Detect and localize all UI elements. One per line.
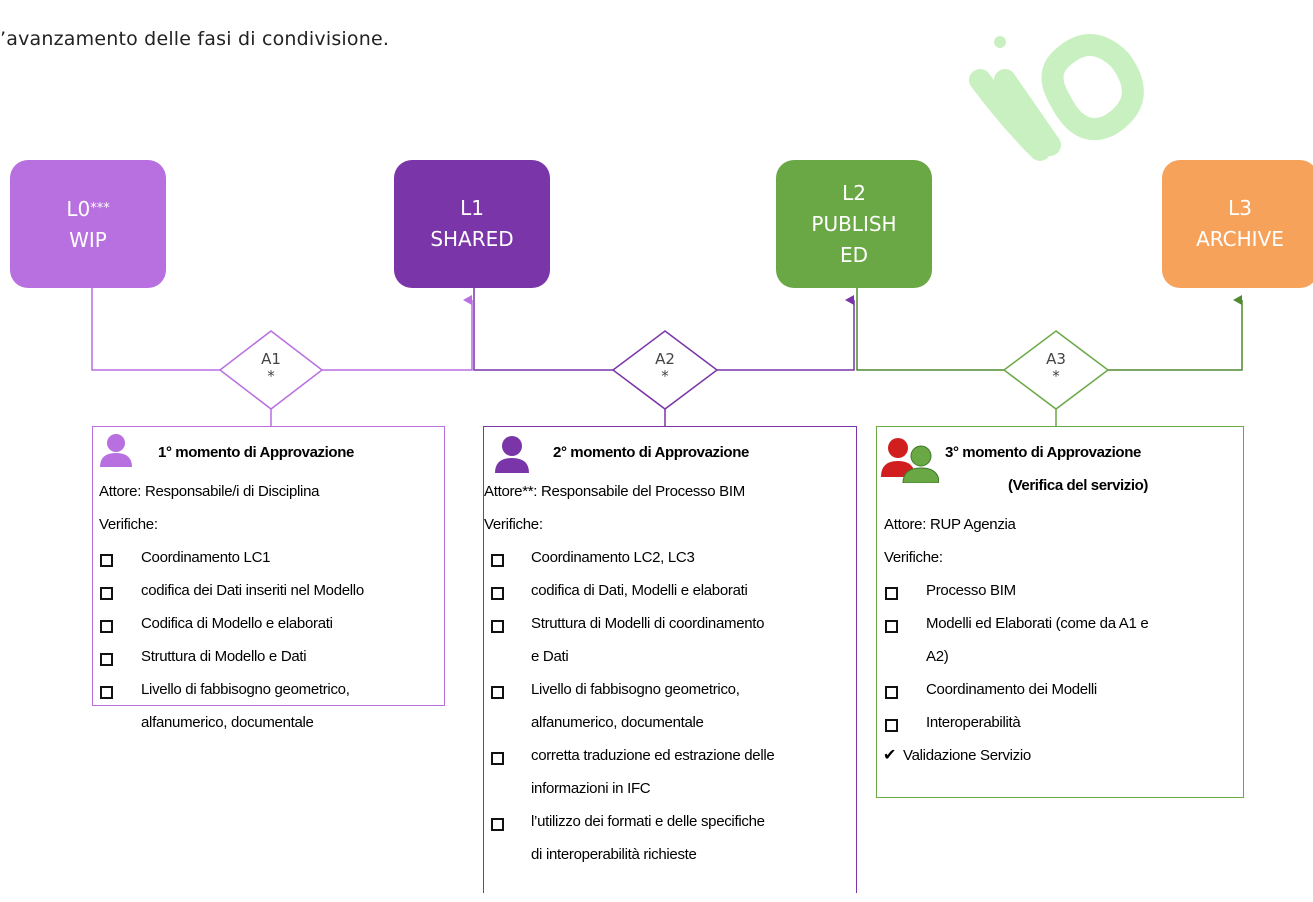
panel-2-item-4-line2: alfanumerico, documentale [531, 714, 704, 731]
level-l3-archive: L3 ARCHIVE [1162, 160, 1313, 288]
level-l0-name: WIP [69, 227, 107, 252]
panel-2-item-3-line2: e Dati [531, 648, 569, 665]
panel-3-subtitle: (Verifica del servizio) [1008, 477, 1149, 494]
checkbox-icon [885, 686, 898, 699]
checkbox-icon [100, 653, 113, 666]
level-l3-code: L3 [1228, 196, 1252, 220]
connector-l2-l3 [856, 288, 1242, 371]
panel-2-checks-label: Verifiche: [484, 516, 543, 533]
level-l2-code: L2 [842, 180, 866, 205]
panel-2-item-1: Coordinamento LC2, LC3 [531, 549, 695, 566]
person-icon [100, 434, 132, 467]
panel-3-title: 3° momento di Approvazione [945, 444, 1141, 461]
diamond-a2-mark: * [661, 367, 669, 385]
checkbox-icon [491, 686, 504, 699]
panel-1-item-3: Codifica di Modello e elaborati [141, 615, 333, 632]
panel-3-item-1: Processo BIM [926, 582, 1016, 599]
diamond-a1-mark: * [267, 367, 275, 385]
checkbox-icon [885, 719, 898, 732]
approval-panel-1: 1° momento di Approvazione Attore: Respo… [92, 426, 445, 731]
level-l2-name-line2: ED [839, 242, 869, 267]
diamond-a2-label: A2 * [635, 351, 695, 385]
level-l3-name: ARCHIVE [1196, 227, 1284, 251]
panel-3-item-3: Coordinamento dei Modelli [926, 681, 1097, 698]
diamond-a3-mark: * [1052, 367, 1060, 385]
level-l0-wip: L0*** WIP [10, 160, 166, 288]
diamond-a3-label: A3 * [1026, 351, 1086, 385]
panel-1-item-5-line2: alfanumerico, documentale [141, 714, 314, 731]
level-l1-shared: L1 SHARED [394, 160, 550, 288]
panel-1-title: 1° momento di Approvazione [158, 444, 354, 461]
panel-1-actor: Attore: Responsabile/i di Disciplina [99, 483, 320, 500]
panel-1-checks-label: Verifiche: [99, 516, 158, 533]
panel-3-item-2-line2: A2) [926, 648, 949, 665]
checkbox-icon [491, 554, 504, 567]
connector-l1-l2 [473, 288, 854, 371]
diamond-a1-code: A1 [261, 350, 281, 368]
approval-panel-3: 3° momento di Approvazione (Verifica del… [876, 426, 1244, 798]
panel-2-item-5-line2: informazioni in IFC [531, 780, 651, 797]
approval-panel-2: 2° momento di Approvazione Attore**: Res… [483, 426, 857, 893]
level-l2-name-line1: PUBLISH [811, 211, 897, 236]
checkbox-icon [491, 752, 504, 765]
panel-1-item-1: Coordinamento LC1 [141, 549, 271, 566]
panel-2-item-3-line1: Struttura di Modelli di coordinamento [531, 615, 765, 632]
checkbox-icon [491, 818, 504, 831]
panel-3-actor: Attore: RUP Agenzia [884, 516, 1016, 533]
level-l1-name: SHARED [430, 227, 514, 251]
level-l0-code: L0 [66, 196, 91, 221]
connector-l0-l1 [91, 288, 472, 371]
checkbox-icon [100, 620, 113, 633]
panel-2-item-2: codifica di Dati, Modelli e elaborati [531, 582, 748, 599]
panel-1-item-2: codifica dei Dati inseriti nel Modello [141, 582, 364, 599]
diamond-a1-label: A1 * [241, 351, 301, 385]
checkbox-icon [885, 587, 898, 600]
panel-3-checks-label: Verifiche: [884, 549, 943, 566]
panel-2-item-4-line1: Livello di fabbisogno geometrico, [531, 681, 740, 698]
diamond-a3-code: A3 [1046, 350, 1066, 368]
panel-2-item-6-line2: di interoperabilità richieste [531, 846, 697, 863]
checkbox-icon [491, 620, 504, 633]
checkbox-icon [885, 620, 898, 633]
panel-3-final: Validazione Servizio [903, 747, 1031, 764]
person-icon [495, 436, 529, 473]
level-l0-suffix: *** [90, 200, 110, 216]
people-group-icon [881, 438, 939, 483]
checkbox-icon [100, 587, 113, 600]
diamond-a2-code: A2 [655, 350, 675, 368]
panel-2-item-6-line1: l’utilizzo dei formati e delle specifich… [531, 813, 765, 830]
checkbox-icon [491, 587, 504, 600]
level-l2-published: L2 PUBLISH ED [776, 160, 932, 288]
panel-1-item-5-line1: Livello di fabbisogno geometrico, [141, 681, 350, 698]
panel-2-actor: Attore**: Responsabile del Processo BIM [484, 483, 745, 500]
panel-2-item-5-line1: corretta traduzione ed estrazione delle [531, 747, 775, 764]
panel-3-item-2-line1: Modelli ed Elaborati (come da A1 e [926, 615, 1149, 632]
panel-2-title: 2° momento di Approvazione [553, 444, 749, 461]
checkbox-icon [100, 686, 113, 699]
intro-text: ’avanzamento delle fasi di condivisione. [0, 28, 390, 50]
checkbox-icon [100, 554, 113, 567]
panel-3-item-4: Interoperabilità [926, 714, 1021, 731]
checkmark-icon: ✔ [883, 747, 897, 764]
level-l1-code: L1 [460, 196, 484, 220]
panel-1-item-4: Struttura di Modello e Dati [141, 648, 307, 665]
